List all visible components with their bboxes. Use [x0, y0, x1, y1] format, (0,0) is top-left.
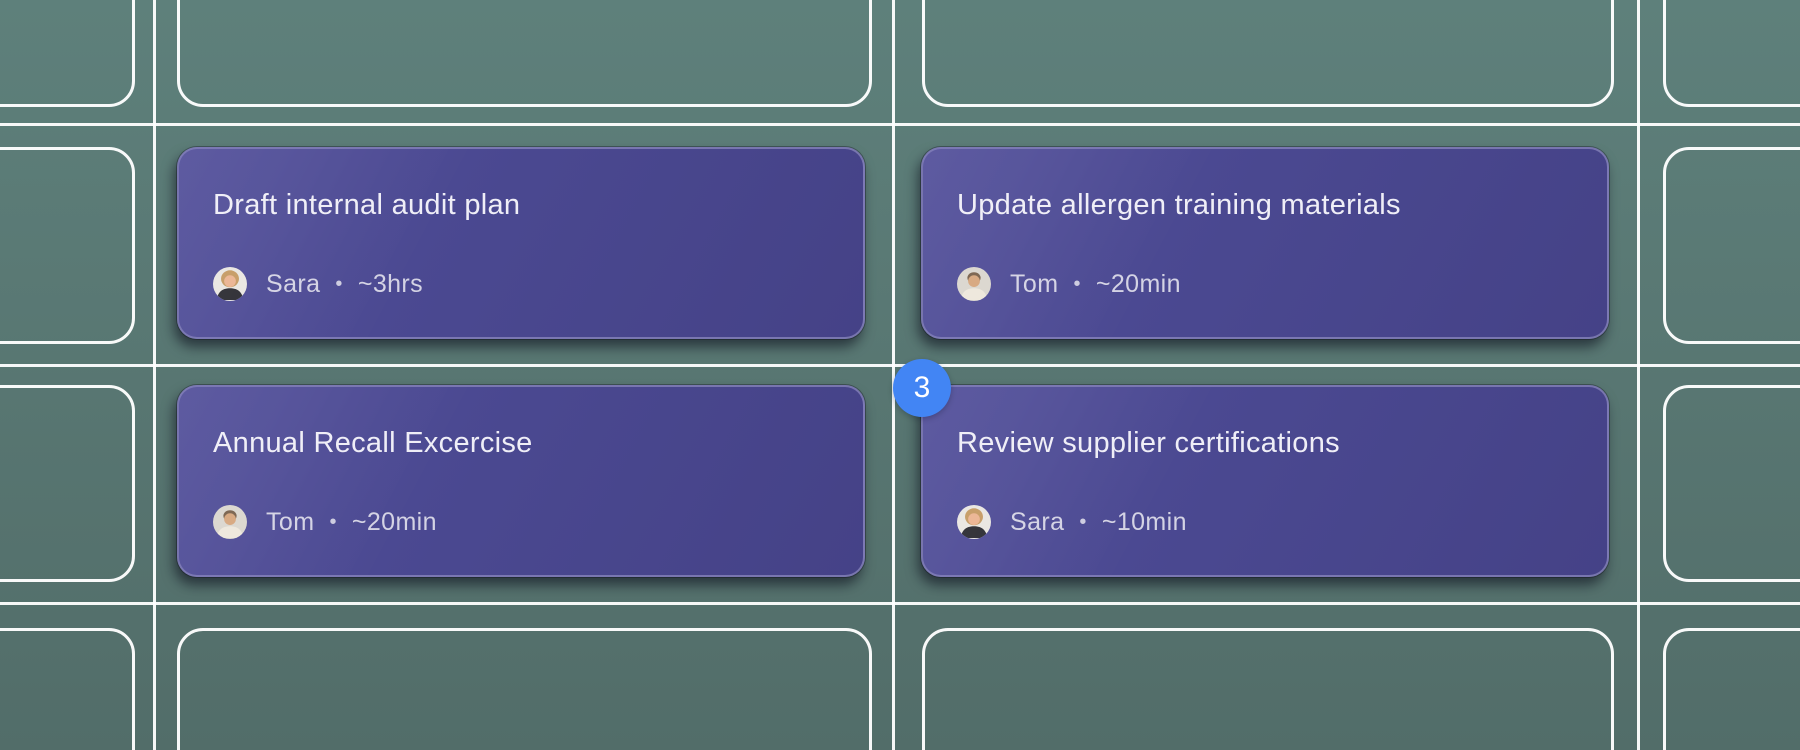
ghost-card-slot: [177, 0, 872, 107]
ghost-card-slot: [922, 628, 1614, 750]
ghost-card-slot: [1663, 385, 1800, 582]
grid-line-horizontal: [0, 123, 1800, 126]
assignee-avatar: [213, 267, 247, 301]
ghost-card-slot: [0, 147, 135, 344]
ghost-card-slot: [177, 628, 872, 750]
person-icon: [957, 267, 991, 301]
task-title: Update allergen training materials: [957, 189, 1401, 221]
ghost-card-slot: [0, 0, 135, 107]
task-title: Draft internal audit plan: [213, 189, 521, 221]
task-meta: Tom • ~20min: [957, 267, 1181, 301]
task-meta: Sara • ~10min: [957, 505, 1187, 539]
task-meta: Tom • ~20min: [213, 505, 437, 539]
assignee-name: Sara: [266, 269, 321, 298]
assignee-name: Tom: [1010, 269, 1059, 298]
ghost-card-slot: [1663, 147, 1800, 344]
grid-line-horizontal: [0, 602, 1800, 605]
task-title: Review supplier certifications: [957, 427, 1340, 459]
meta-separator-dot: •: [335, 272, 343, 295]
grid-line-horizontal: [0, 364, 1800, 367]
ghost-card-slot: [1663, 628, 1800, 750]
assignee-name: Sara: [1010, 507, 1065, 536]
grid-line-vertical: [892, 0, 895, 750]
grid-line-vertical: [1637, 0, 1640, 750]
meta-separator-dot: •: [329, 510, 337, 533]
assignee-avatar: [957, 267, 991, 301]
ghost-card-slot: [922, 0, 1614, 107]
assignee-name: Tom: [266, 507, 315, 536]
assignee-avatar: [957, 505, 991, 539]
grid-line-vertical: [153, 0, 156, 750]
meta-separator-dot: •: [1079, 510, 1087, 533]
ghost-card-slot: [0, 628, 135, 750]
time-estimate: ~20min: [351, 507, 437, 536]
task-card[interactable]: Annual Recall Excercise Tom • ~20min: [177, 385, 865, 577]
time-estimate: ~10min: [1101, 507, 1187, 536]
task-title: Annual Recall Excercise: [213, 427, 533, 459]
person-icon: [213, 505, 247, 539]
time-estimate: ~3hrs: [357, 269, 424, 298]
ghost-card-slot: [0, 385, 135, 582]
task-meta: Sara • ~3hrs: [213, 267, 423, 301]
task-card[interactable]: Draft internal audit plan Sara • ~3hrs: [177, 147, 865, 339]
task-card[interactable]: Review supplier certifications Sara • ~1…: [921, 385, 1609, 577]
assignee-avatar: [213, 505, 247, 539]
task-card[interactable]: Update allergen training materials Tom •…: [921, 147, 1609, 339]
time-estimate: ~20min: [1095, 269, 1181, 298]
ghost-card-slot: [1663, 0, 1800, 107]
person-icon: [957, 505, 991, 539]
meta-separator-dot: •: [1073, 272, 1081, 295]
count-badge[interactable]: 3: [893, 359, 951, 417]
person-icon: [213, 267, 247, 301]
